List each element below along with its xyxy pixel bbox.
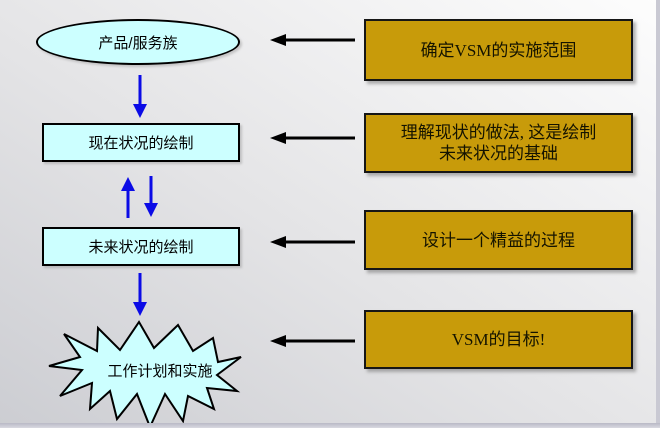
annotation-box-lean-process: 设计一个精益的过程 — [364, 210, 633, 270]
node-future-state-map: 未来状况的绘制 — [42, 227, 240, 266]
connector-down-arrow-3 — [133, 273, 147, 316]
right-edge-strip — [656, 0, 660, 428]
connector-down-arrow-2 — [144, 176, 158, 217]
annotation-arrow-3 — [270, 236, 355, 248]
connector-up-arrow — [121, 177, 135, 218]
bottom-edge-strip — [0, 423, 660, 428]
annotation-arrow-4 — [270, 335, 355, 347]
node-product-service-family: 产品/服务族 — [36, 19, 240, 65]
annotation-box-current-basis: 理解现状的做法, 这是绘制 未来状况的基础 — [364, 113, 633, 173]
annotation-arrow-2 — [270, 132, 355, 144]
connector-down-arrow-1 — [133, 75, 147, 118]
node-work-plan-label: 工作计划和实施 — [107, 362, 213, 380]
annotation-box-vsm-goal: VSM的目标! — [364, 310, 633, 369]
annotation-box-scope: 确定VSM的实施范围 — [364, 19, 633, 81]
annotation-arrow-1 — [270, 34, 355, 46]
node-current-state-map: 现在状况的绘制 — [42, 123, 240, 162]
